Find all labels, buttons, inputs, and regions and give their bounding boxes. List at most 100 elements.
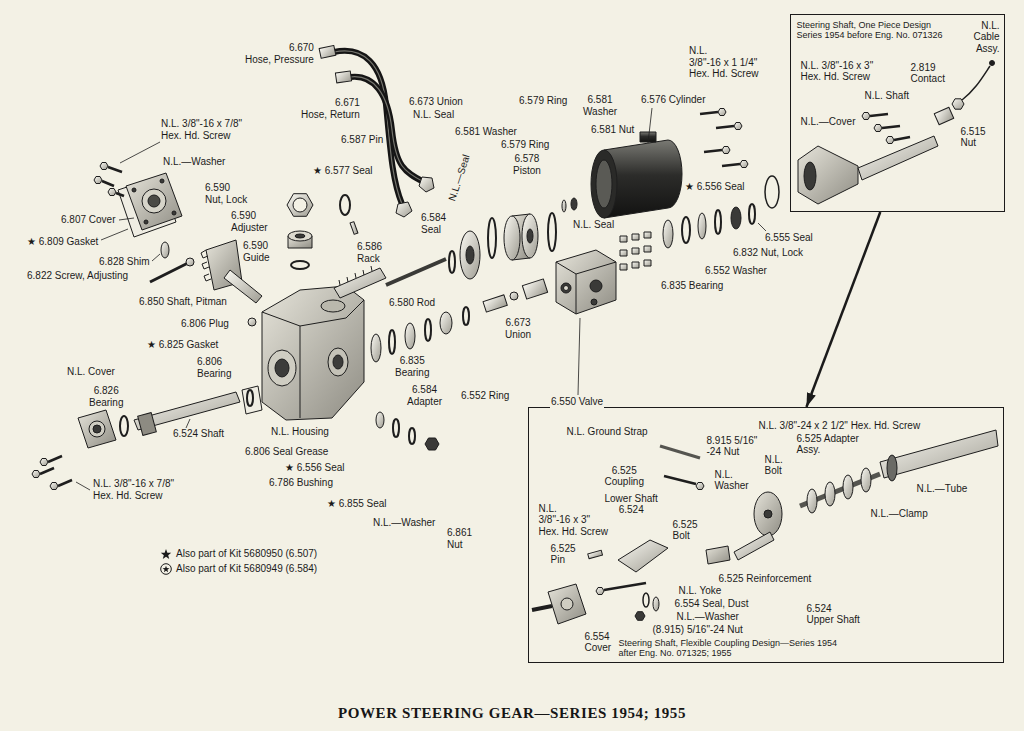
text-line: 2.819	[911, 62, 945, 74]
steering-shaft-one-piece	[804, 162, 816, 190]
text-line: Lower Shaft	[605, 493, 658, 505]
text-line: 6.552 Ring	[461, 390, 509, 401]
part-label: N.L. 3/8"-16 x 3" Hex. Hd. Screw	[538, 503, 609, 538]
part-label: 6.524 Upper Shaft	[806, 603, 861, 626]
end-cover-and-shaft	[93, 425, 101, 433]
steering-shaft-flexible	[825, 482, 835, 506]
inset-panel: Steering Shaft, One Piece Design Series …	[790, 14, 1005, 212]
text-line: 6.524	[807, 603, 860, 615]
end-cover-and-shaft	[247, 390, 253, 406]
part-label: 6.806 Seal Grease	[244, 446, 329, 458]
screw	[94, 177, 102, 184]
text-line: Nut	[447, 539, 472, 551]
pitman-shaft	[224, 270, 262, 303]
text-line: Washer	[583, 106, 617, 118]
rack-and-rod	[334, 268, 386, 298]
text-line: N.L. 3/8"-16 x 3"	[801, 60, 874, 72]
end-cover-and-shaft	[48, 456, 62, 462]
text-line: N.L. Seal	[573, 219, 614, 230]
text-line: N.L.—Clamp	[871, 508, 928, 519]
text-line: 6.673 Union	[409, 96, 463, 107]
bolt	[704, 150, 722, 152]
part-label: 6.806 Bearing	[196, 356, 232, 379]
part-label: 8.915 5/16" -24 Nut	[706, 435, 759, 458]
rack-and-rod	[339, 266, 372, 285]
bolt	[700, 109, 748, 168]
text-line: N.L. Yoke	[679, 585, 722, 596]
piston-assembly	[466, 246, 474, 264]
part-label: 6.578 Piston	[512, 153, 542, 176]
text-line: N.L.—Cover	[801, 116, 856, 127]
seal-stack	[425, 438, 439, 450]
part-label: N.L.—Washer	[162, 156, 226, 168]
part-label: 6.584 Adapter	[406, 384, 443, 407]
text-line: Pin	[551, 554, 576, 566]
cylinder	[596, 160, 612, 208]
screw	[108, 189, 116, 196]
text-line: 6.861	[447, 527, 472, 539]
text-line: 6.581 Nut	[591, 124, 634, 135]
part-label: Lower Shaft 6.524	[604, 493, 659, 516]
text-line: 6.580 Rod	[389, 297, 435, 308]
part-label: 6.552 Ring	[460, 390, 510, 402]
text-line: (8.915) 5/16"-24 Nut	[653, 624, 743, 635]
text-line: Bearing	[89, 397, 123, 409]
lock-nut-adjuster	[295, 234, 305, 238]
text-line: 6.832 Nut, Lock	[733, 247, 803, 258]
text-line: 6.584	[421, 212, 446, 224]
part-label: 6.525 Pin	[550, 543, 577, 566]
lock-nut-adjuster	[288, 231, 312, 241]
text-line: ★ 6.825 Gasket	[147, 339, 218, 350]
steering-shaft-flexible	[664, 476, 696, 484]
bearing-stack	[682, 217, 690, 243]
text-line: 6.806 Seal Grease	[245, 446, 328, 457]
lock-nut-adjuster	[291, 261, 309, 269]
screw	[100, 163, 108, 170]
part-label: N.L.—Washer	[372, 517, 436, 529]
cover-plate	[126, 173, 182, 230]
text-line: 6.586	[357, 241, 382, 253]
text-line: N.L. 3/8"-24 x 2 1/2" Hex. Hd. Screw	[759, 420, 921, 431]
valve	[556, 250, 616, 314]
steering-shaft-one-piece	[990, 61, 995, 66]
part-label: 6.590 Guide	[242, 240, 271, 263]
text-line: N.L.—Washer	[677, 611, 739, 622]
text-line: 8.915 5/16"	[707, 435, 758, 447]
shim-and-screw	[150, 242, 194, 282]
text-line: 6.515	[961, 126, 986, 138]
housing	[248, 286, 364, 420]
hose	[319, 45, 434, 217]
text-line: Seal	[421, 224, 446, 236]
valve	[620, 236, 627, 242]
part-label: 6.525 Reinforcement	[718, 573, 813, 585]
bolt	[740, 161, 748, 168]
part-label: 6.835 Bearing	[394, 355, 430, 378]
text-line: after Eng. No. 071325; 1955	[619, 648, 838, 659]
text-line: Coupling	[605, 476, 644, 488]
leader-line	[76, 108, 766, 490]
hose	[396, 202, 412, 217]
end-cover-and-shaft	[242, 386, 262, 414]
text-line: 6.670	[245, 42, 314, 54]
bearing-stack	[663, 220, 673, 248]
part-label: 6.515 Nut	[960, 126, 987, 149]
text-line: N.L. Housing	[271, 426, 329, 437]
lock-nut-adjuster	[293, 198, 307, 212]
housing	[321, 300, 345, 312]
text-line: Rack	[357, 253, 382, 265]
text-line: 6.671	[301, 97, 360, 109]
piston-assembly	[562, 200, 566, 212]
text-line: 6.835 Bearing	[661, 280, 723, 291]
text-line: Hex. Hd. Screw	[161, 130, 242, 142]
steering-shaft-flexible	[807, 489, 817, 513]
text-line: Bearing	[395, 367, 429, 379]
text-line: 6.552 Washer	[705, 265, 767, 276]
part-label: 6.581 Nut	[590, 124, 635, 136]
cover-plate	[148, 195, 160, 207]
part-label: 6.828 Shim	[98, 256, 151, 268]
text-line: 6.579 Ring	[501, 139, 549, 150]
legend-row: Also part of Kit 5680949 (6.584)	[160, 563, 317, 575]
part-label: 6.581 Washer	[582, 94, 618, 117]
text-line: Upper Shaft	[807, 614, 860, 626]
valve	[632, 234, 639, 240]
